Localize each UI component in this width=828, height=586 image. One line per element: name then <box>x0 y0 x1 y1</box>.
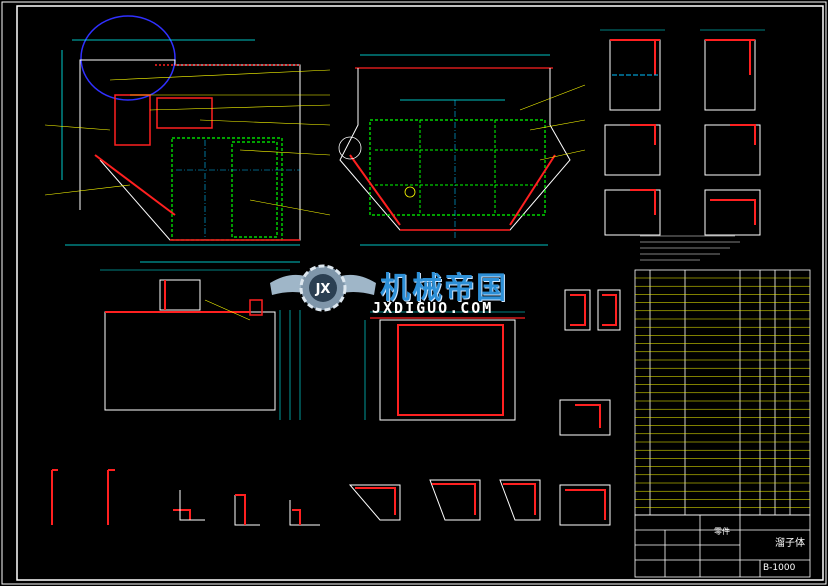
side-view <box>44 15 331 263</box>
watermark-domain: JXDIGUO.COM <box>372 299 494 317</box>
drawing-number: B-1000 <box>763 563 796 573</box>
drawing-name: 溜子体 <box>775 538 805 549</box>
bottom-section-details <box>51 469 611 526</box>
watermark-brand: 机械帝国 <box>380 271 508 306</box>
detail-circle <box>80 15 176 101</box>
title-block <box>634 514 811 578</box>
notes-block <box>640 235 740 261</box>
title-block-material: 零件 <box>714 527 730 536</box>
watermark: JX 机械帝国 JXDIGUO.COM <box>268 255 568 325</box>
front-view <box>338 54 586 246</box>
parts-list-table <box>634 269 811 516</box>
frame-view-lower-center <box>364 311 525 421</box>
drawing-frame <box>16 5 824 581</box>
wing-gear-logo-icon: JX <box>270 264 376 312</box>
logo-letters: JX <box>315 282 331 297</box>
channel-details <box>559 289 621 436</box>
plan-view-lower-left <box>100 269 301 420</box>
section-views-top-right <box>600 29 765 236</box>
